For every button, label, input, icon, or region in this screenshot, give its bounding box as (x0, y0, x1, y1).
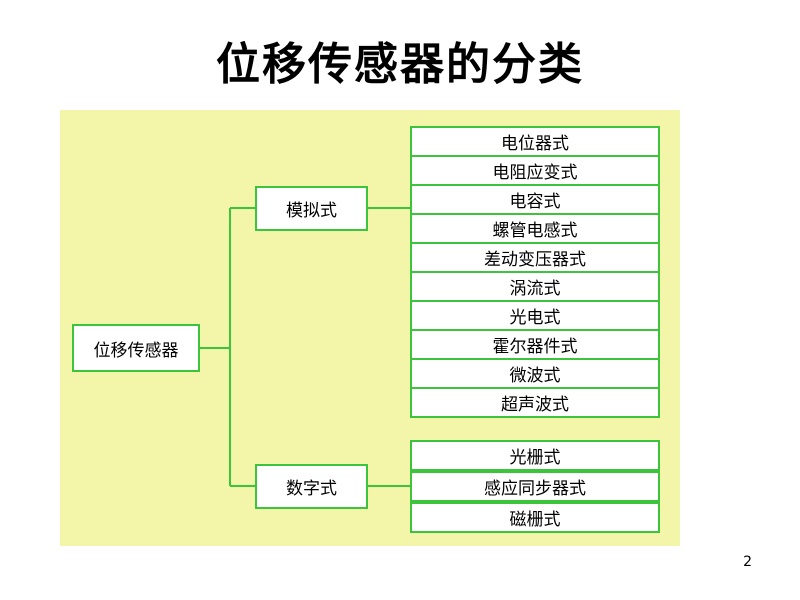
analog-node: 模拟式 (255, 186, 368, 231)
analog-leaf: 电容式 (410, 184, 660, 215)
analog-leaf: 螺管电感式 (410, 213, 660, 244)
leaf-label: 霍尔器件式 (492, 337, 578, 357)
leaf-label: 光栅式 (509, 448, 561, 468)
analog-leaf: 电阻应变式 (410, 155, 660, 186)
diagram-panel: 位移传感器 模拟式 数字式 电位器式 电阻应变式 电容式 螺管电感式 差动变压器… (60, 110, 680, 546)
leaf-label: 涡流式 (509, 279, 561, 299)
leaf-label: 超声波式 (501, 395, 569, 415)
connector-lines (200, 207, 410, 487)
leaf-label: 磁栅式 (509, 510, 561, 530)
analog-leaf: 涡流式 (410, 271, 660, 302)
leaf-label: 微波式 (509, 366, 561, 386)
slide-title: 位移传感器的分类 (216, 39, 584, 90)
page-number: 2 (743, 554, 752, 570)
analog-leaf: 微波式 (410, 358, 660, 389)
analog-leaf: 差动变压器式 (410, 242, 660, 273)
analog-leaf: 电位器式 (410, 126, 660, 157)
digital-node: 数字式 (255, 464, 368, 509)
leaf-label: 感应同步器式 (484, 479, 586, 499)
analog-node-label: 模拟式 (286, 201, 337, 221)
leaf-label: 螺管电感式 (492, 221, 578, 241)
analog-leaf: 霍尔器件式 (410, 329, 660, 360)
analog-leaf: 光电式 (410, 300, 660, 331)
leaf-label: 电位器式 (501, 134, 569, 154)
root-node-label: 位移传感器 (93, 340, 179, 361)
leaf-label: 电容式 (509, 192, 561, 212)
leaf-label: 光电式 (509, 308, 561, 328)
digital-node-label: 数字式 (286, 479, 337, 499)
analog-leaf: 超声波式 (410, 387, 660, 418)
digital-leaf: 光栅式 (410, 440, 660, 471)
leaf-label: 差动变压器式 (484, 250, 586, 270)
digital-leaf: 磁栅式 (410, 502, 660, 533)
root-node: 位移传感器 (72, 324, 200, 372)
leaf-label: 电阻应变式 (492, 163, 578, 183)
digital-leaf: 感应同步器式 (410, 471, 660, 502)
